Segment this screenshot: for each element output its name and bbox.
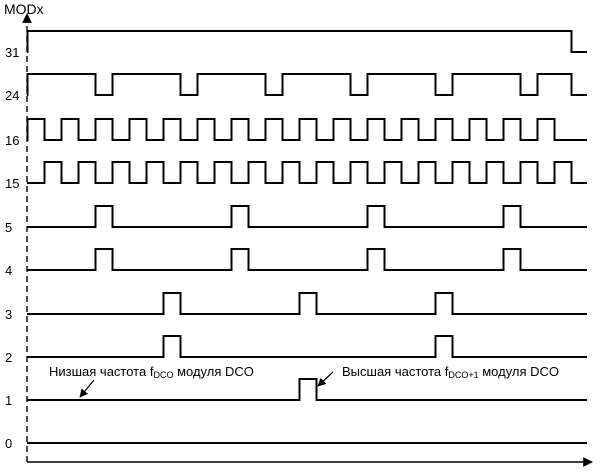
level-label-24: 24 xyxy=(5,88,19,103)
waveform-level-4 xyxy=(27,248,587,271)
annotation-high-arrow xyxy=(317,371,334,387)
waveform-level-2 xyxy=(27,335,587,358)
y-axis-label: MODx xyxy=(4,1,44,17)
level-label-31: 31 xyxy=(5,45,19,60)
level-label-1: 1 xyxy=(5,393,12,408)
level-labels: 31 24 16 15 5 4 3 2 1 0 xyxy=(5,45,19,451)
waveform-level-1 xyxy=(27,378,587,401)
level-label-15: 15 xyxy=(5,176,19,191)
waveform-level-3 xyxy=(27,292,587,315)
waveform-level-24 xyxy=(26,73,587,96)
waveform-level-16 xyxy=(26,118,587,141)
level-label-2: 2 xyxy=(5,350,12,365)
level-label-0: 0 xyxy=(5,436,12,451)
level-label-16: 16 xyxy=(5,133,19,148)
level-label-3: 3 xyxy=(5,307,12,322)
waveform-level-15 xyxy=(27,161,587,184)
waveforms xyxy=(26,30,587,444)
level-label-5: 5 xyxy=(5,220,12,235)
annotation-high-text: Высшая частота fDCO+1 модуля DCO xyxy=(342,364,559,380)
level-label-4: 4 xyxy=(5,263,12,278)
waveform-level-5 xyxy=(27,205,587,228)
annotation-low-arrow xyxy=(79,379,95,398)
annotation-low-text: Низшая частота fDCO модуля DCO xyxy=(49,364,254,380)
waveform-level-31 xyxy=(26,30,587,53)
